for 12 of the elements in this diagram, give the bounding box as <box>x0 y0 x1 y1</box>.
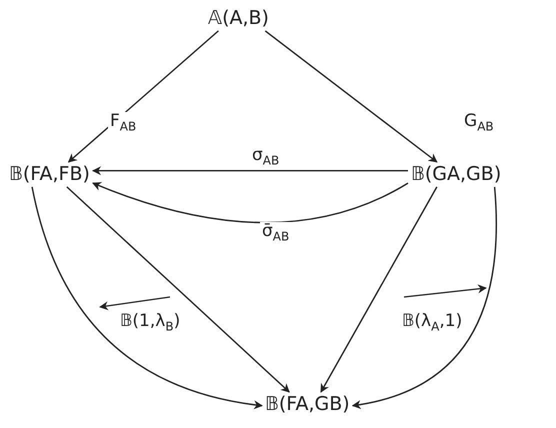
arrow <box>264 30 438 163</box>
math-expression: 𝔹(GA,GB) <box>408 162 504 187</box>
math-expression: 𝔹(FA,FB) <box>6 162 93 187</box>
arrow <box>352 186 497 409</box>
arrow <box>92 182 408 224</box>
arrow <box>31 186 263 409</box>
arrow <box>66 186 290 393</box>
arrow <box>320 186 438 393</box>
arrow <box>92 166 408 176</box>
math-expression: 𝔸(A,B) <box>205 6 272 31</box>
math-expression: 𝔹(FA,GB) <box>262 392 353 417</box>
arrow <box>68 30 219 163</box>
